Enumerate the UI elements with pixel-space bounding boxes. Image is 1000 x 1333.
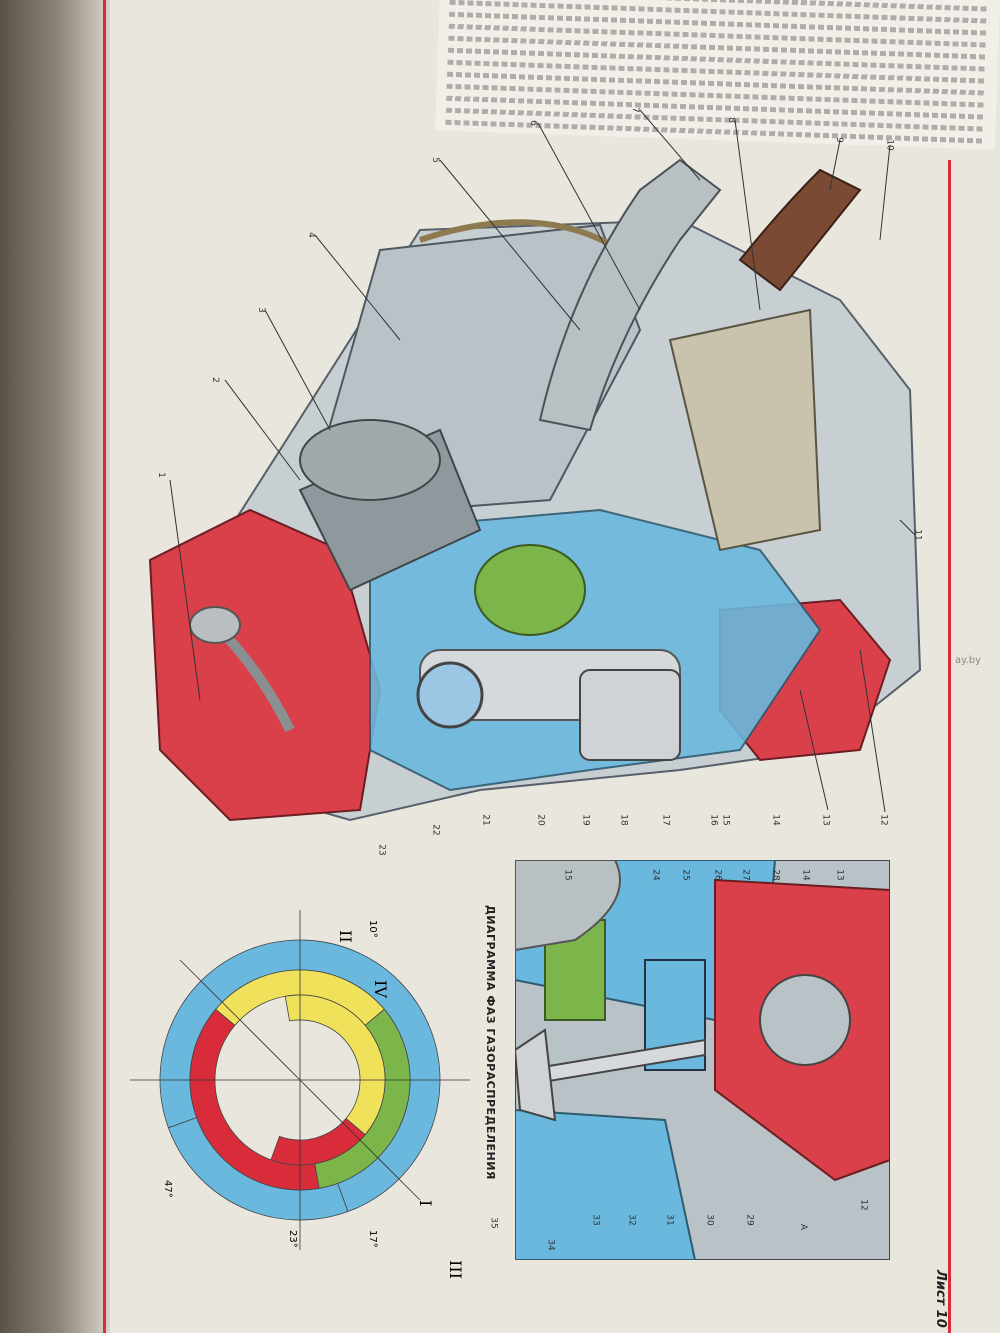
diagram-title: ДИАГРАММА ФАЗ ГАЗОРАСПРЕДЕЛЕНИЯ bbox=[484, 905, 497, 1180]
valve-callout-34: 34 bbox=[545, 1239, 556, 1251]
valve-callout-26: 26 bbox=[712, 869, 723, 881]
valve-mechanism-cutaway bbox=[515, 860, 890, 1260]
engine-callout-23: 23 bbox=[376, 844, 387, 856]
engine-callout-14: 14 bbox=[770, 814, 781, 826]
valve-callout-13: 13 bbox=[834, 869, 845, 881]
diagram-phase-label: III bbox=[446, 1260, 465, 1279]
engine-callout-4: 4 bbox=[305, 232, 316, 238]
valve-callout-33: 33 bbox=[590, 1214, 601, 1226]
engine-callout-11: 11 bbox=[912, 529, 923, 541]
valve-callout-14: 14 bbox=[800, 869, 811, 881]
valve-callout-31: 31 bbox=[664, 1214, 675, 1226]
engine-callout-5: 5 bbox=[429, 157, 440, 163]
left-border-line bbox=[103, 0, 106, 1333]
sheet-label: Лист 10 bbox=[933, 1270, 948, 1328]
phase-red-inner bbox=[270, 1118, 366, 1166]
watermark: ay.by bbox=[955, 655, 982, 666]
engine-callout-12: 12 bbox=[878, 814, 889, 826]
engine-callout-21: 21 bbox=[480, 814, 491, 826]
valve-callout-29: 29 bbox=[744, 1214, 755, 1226]
diagram-angle-label: 23° bbox=[287, 1230, 298, 1248]
engine-callout-2: 2 bbox=[209, 377, 220, 383]
valve-callout-12: 12 bbox=[858, 1199, 869, 1211]
valve-callout-24: 24 bbox=[650, 869, 661, 881]
engine-callout-15: 15 bbox=[720, 814, 731, 826]
phase-IV-yellow bbox=[284, 994, 386, 1136]
valve-callout-15: 15 bbox=[562, 869, 573, 881]
engine-callout-3: 3 bbox=[255, 307, 266, 313]
engine-callout-20: 20 bbox=[535, 814, 546, 826]
diagram-angle-label: 17° bbox=[367, 1230, 378, 1248]
valve-callout-35: 35 bbox=[488, 1217, 499, 1229]
diagram-angle-label: 10° bbox=[367, 920, 378, 938]
valve-callout-32: 32 bbox=[626, 1214, 637, 1226]
engine-callout-17: 17 bbox=[660, 814, 671, 826]
engine-callout-16: 16 bbox=[708, 814, 719, 826]
engine-callout-7: 7 bbox=[629, 107, 640, 113]
engine-callout-18: 18 bbox=[618, 814, 629, 826]
phase-yellow-outer bbox=[215, 969, 385, 1026]
valve-callout-30: 30 bbox=[704, 1214, 715, 1226]
engine-callout-13: 13 bbox=[820, 814, 831, 826]
diagram-phase-label: IV bbox=[371, 980, 390, 998]
valve-callout-25: 25 bbox=[680, 869, 691, 881]
valve-callout-28: 28 bbox=[770, 869, 781, 881]
engine-callout-22: 22 bbox=[430, 824, 441, 836]
diagram-angle-label: 47° bbox=[162, 1180, 173, 1198]
engine-callout-10: 10 bbox=[884, 139, 895, 151]
right-border-line bbox=[948, 160, 951, 1333]
engine-callout-6: 6 bbox=[527, 120, 538, 126]
valve-callout-27: 27 bbox=[740, 869, 751, 881]
engine-callout-8: 8 bbox=[725, 117, 736, 123]
engine-callout-9: 9 bbox=[833, 137, 844, 143]
engine-callout-19: 19 bbox=[580, 814, 591, 826]
diagram-axis-line-2 bbox=[179, 959, 421, 1201]
page-gutter-shadow bbox=[0, 0, 110, 1333]
valve-callout-A: A bbox=[798, 1223, 809, 1231]
diagram-phase-label: I bbox=[416, 1200, 435, 1206]
engine-callout-1: 1 bbox=[155, 472, 166, 478]
engine-cutaway-illustration bbox=[148, 158, 922, 822]
diagram-phase-label: II bbox=[336, 930, 355, 943]
